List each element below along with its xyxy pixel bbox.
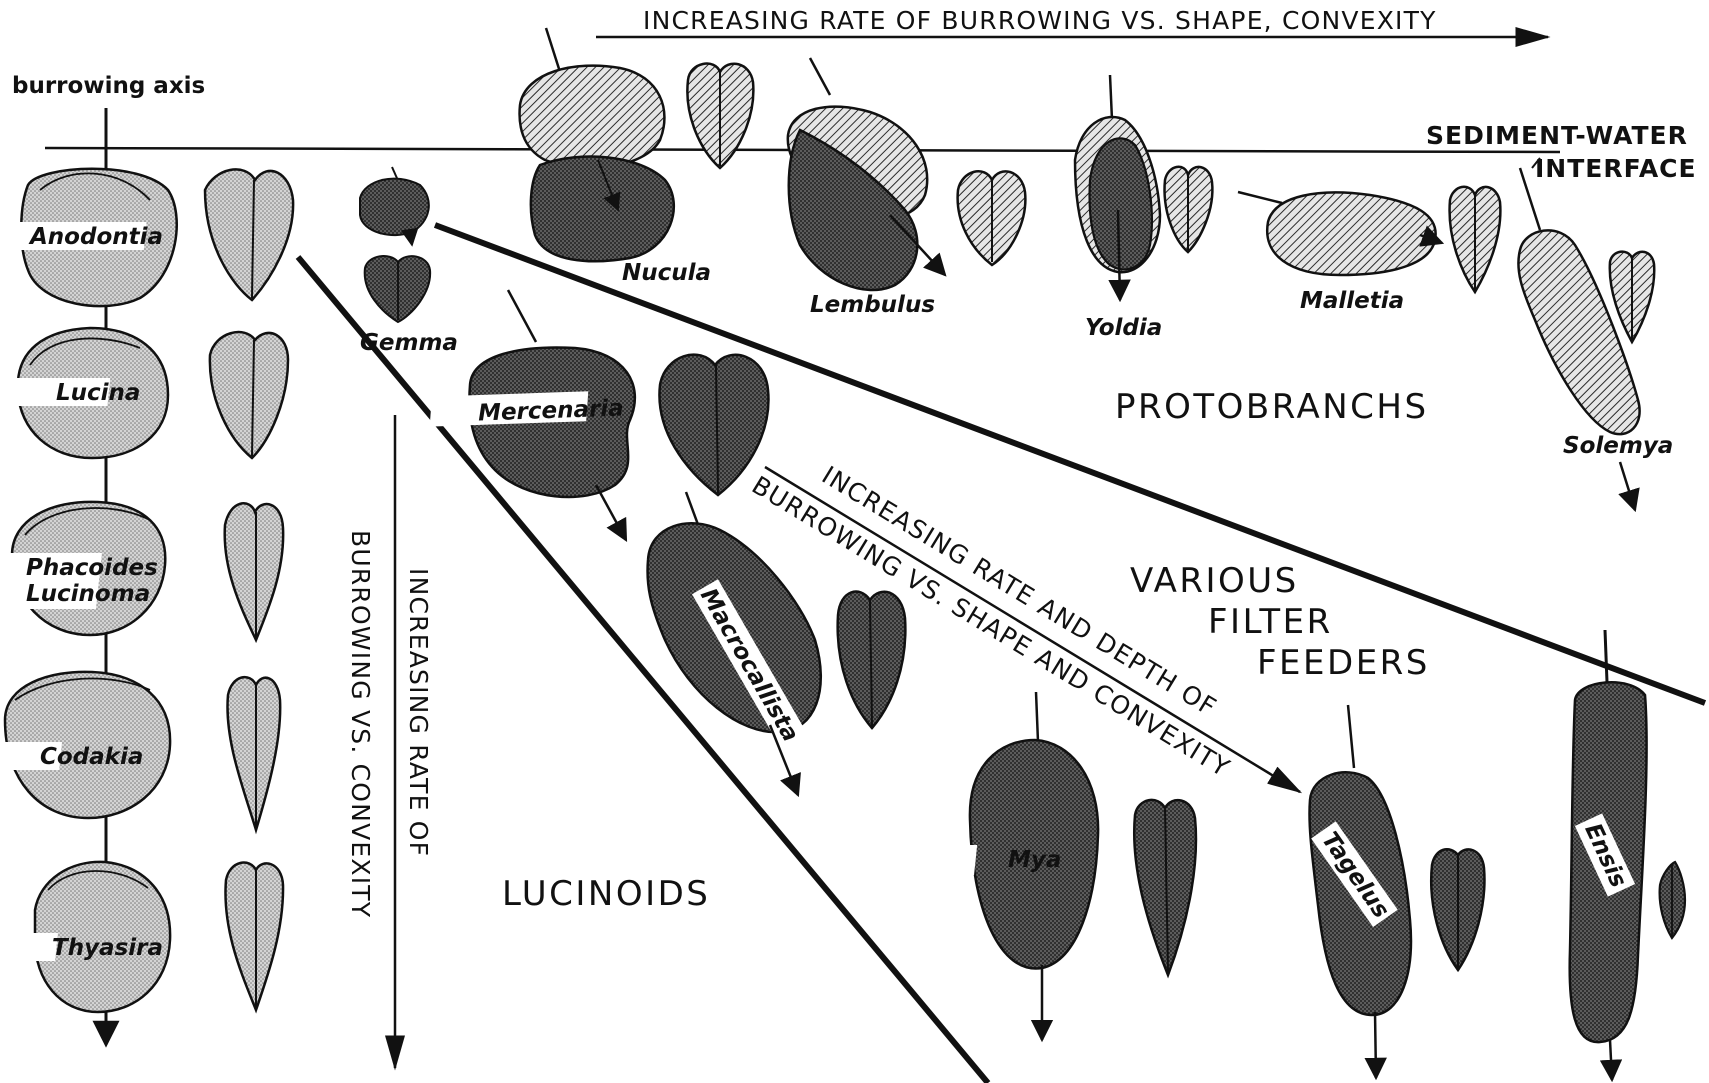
thyasira-end-view [225, 863, 283, 1010]
lembulus-shell: Lembulus [788, 58, 945, 318]
filter-feeders-label: VARIOUS FILTER FEEDERS [1130, 561, 1430, 683]
malletia-label: Malletia [1300, 288, 1404, 314]
protobranchs-label: PROTOBRANCHS [1115, 387, 1429, 427]
phacoides-end-view [225, 503, 283, 640]
phacoides-label: Phacoides [26, 555, 158, 581]
solemya-shell: Solemya [1518, 168, 1673, 510]
lucina-label: Lucina [56, 380, 140, 406]
codakia-label: Codakia [40, 744, 143, 770]
codakia-shell: Codakia [0, 672, 170, 818]
top-arrow-label: INCREASING RATE OF BURROWING VS. SHAPE, … [643, 6, 1437, 35]
mya-label: Mya [1008, 847, 1061, 873]
mercenaria-end-view [659, 355, 768, 495]
mya-shell: Mya [910, 692, 1098, 1040]
malletia-shell: Malletia [1238, 192, 1442, 314]
macrocallista-shell: Macrocallista [648, 492, 821, 795]
nucula-shell: Nucula [520, 28, 711, 286]
diagonal-arrow-label-line-2: BURROWING VS. SHAPE AND CONVEXITY [747, 470, 1235, 782]
filter-feeders-line-2: FILTER [1208, 602, 1333, 642]
filter-feeders-line-1: VARIOUS [1130, 561, 1299, 601]
yoldia-label: Yoldia [1085, 315, 1162, 341]
top-rate-arrow: INCREASING RATE OF BURROWING VS. SHAPE, … [596, 6, 1548, 37]
codakia-end-view [227, 677, 280, 830]
burrowing-axis-label: burrowing axis [12, 73, 205, 99]
tagelus-shell: Tagelus [1309, 705, 1410, 1078]
vertical-rate-arrow: INCREASING RATE OF BURROWING VS. CONVEXI… [346, 415, 433, 1068]
phacoides-lucinoma-shell: Phacoides Lucinoma [0, 502, 165, 635]
interface-label-line-1: SEDIMENT-WATER [1426, 121, 1688, 150]
anodontia-label: Anodontia [28, 224, 163, 250]
filter-feeders-line-3: FEEDERS [1257, 643, 1430, 683]
mercenaria-label: Mercenaria [478, 395, 625, 426]
solemya-label: Solemya [1563, 433, 1673, 459]
gemma-shell: Gemma [360, 167, 458, 356]
lucina-shell: Lucina [9, 328, 168, 458]
lucinoma-label: Lucinoma [26, 581, 150, 607]
yoldia-buried-view [1090, 138, 1152, 269]
vertical-arrow-label-line-2: BURROWING VS. CONVEXITY [346, 530, 375, 918]
thyasira-shell: Thyasira [0, 862, 170, 1012]
lucinoids-label: LUCINOIDS [502, 874, 710, 914]
thyasira-label: Thyasira [52, 935, 163, 961]
interface-label-line-2: INTERFACE [1535, 154, 1697, 183]
lucina-end-view [210, 332, 288, 458]
anodontia-end-view [205, 169, 293, 300]
lucinoid-column: Anodontia Lucina Phacoides Lucinoma [0, 169, 293, 1012]
vertical-arrow-label-line-1: INCREASING RATE OF [404, 568, 433, 857]
yoldia-shell: Yoldia [1075, 75, 1162, 341]
lembulus-label: Lembulus [810, 292, 935, 318]
anodontia-shell: Anodontia [0, 169, 177, 306]
nucula-label: Nucula [622, 260, 711, 286]
mercenaria-shell: Mercenaria [430, 290, 635, 540]
ensis-shell: Ensis [1570, 630, 1647, 1080]
gemma-label: Gemma [360, 330, 458, 356]
